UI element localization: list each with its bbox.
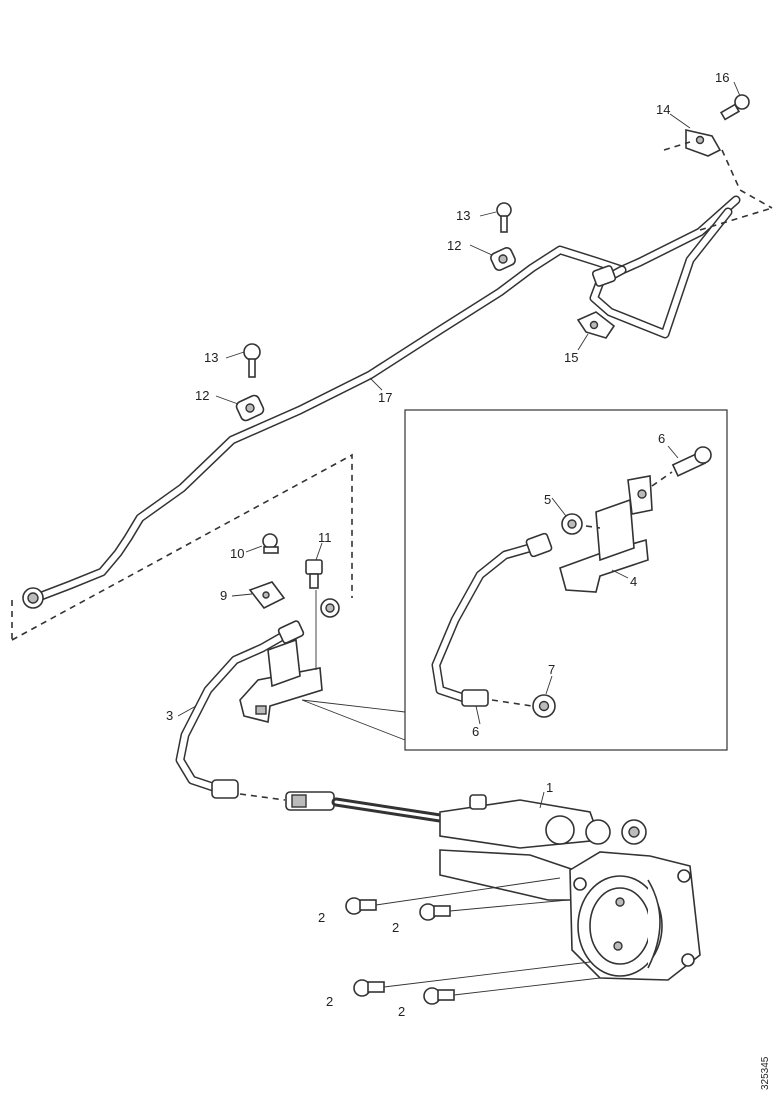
- callout-5: 5: [544, 492, 551, 507]
- callout-3: 3: [166, 708, 173, 723]
- inset-assembly-lines: [491, 471, 673, 707]
- callout-17: 17: [378, 390, 392, 405]
- bracket-14: [685, 128, 722, 157]
- callout-4: 4: [630, 574, 637, 589]
- callout-2-d: 2: [398, 1004, 405, 1019]
- callout-13-lower: 13: [204, 350, 218, 365]
- callout-12-lower: 12: [195, 388, 209, 403]
- pipe-clip-12-lower: [235, 394, 265, 422]
- callout-leaders: [177, 81, 741, 809]
- callout-11: 11: [318, 530, 332, 545]
- bolt-2-b: [419, 903, 451, 921]
- callout-12-upper: 12: [447, 238, 461, 253]
- callout-15: 15: [564, 350, 578, 365]
- bolt-2-c: [353, 979, 385, 997]
- bolt-13-lower: [243, 343, 261, 378]
- bolt-16: [719, 94, 750, 121]
- inset-pipe-3: [431, 532, 553, 707]
- inset-bolt-6: [671, 446, 712, 477]
- bolt-2-a: [345, 897, 377, 915]
- inset-pointer: [301, 699, 406, 741]
- callout-16: 16: [715, 70, 729, 85]
- callout-2-a: 2: [318, 910, 325, 925]
- bracket-15: [576, 311, 616, 339]
- callout-6-inset-top: 6: [658, 431, 665, 446]
- bolt-13-upper: [496, 202, 512, 233]
- callout-13-upper: 13: [456, 208, 470, 223]
- callout-1: 1: [546, 780, 553, 795]
- callout-9: 9: [220, 588, 227, 603]
- bolt-2-d: [423, 987, 455, 1005]
- clip-9: [248, 581, 286, 610]
- document-id: 325345: [760, 1056, 771, 1090]
- callout-6-inset-bottom: 6: [472, 724, 479, 739]
- callout-14: 14: [656, 102, 670, 117]
- inset-bracket-4: [559, 475, 653, 593]
- callout-10: 10: [230, 546, 244, 561]
- callout-labels: 16 14 13 12 15 13 12 17 6 5 4 11 10 9 7 …: [166, 70, 729, 1019]
- fitting-nut: [320, 598, 340, 618]
- callout-7: 7: [548, 662, 555, 677]
- assembly-line-upper-right: [663, 141, 773, 231]
- assembly-line-left: [11, 453, 353, 641]
- pipe-3: [175, 620, 305, 799]
- callout-2-b: 2: [392, 920, 399, 935]
- bolt-11: [305, 559, 323, 589]
- inset-nut-5: [561, 513, 583, 535]
- bolt-2-leaders: [375, 877, 601, 996]
- bolt-10: [262, 533, 279, 554]
- inset-nut-7: [532, 694, 556, 718]
- callout-2-c: 2: [326, 994, 333, 1009]
- pipe-clip-12-upper: [490, 247, 516, 271]
- cylinder-1: [239, 791, 701, 981]
- bracket-4-main: [239, 638, 323, 723]
- rigid-pipe-17: [22, 195, 741, 609]
